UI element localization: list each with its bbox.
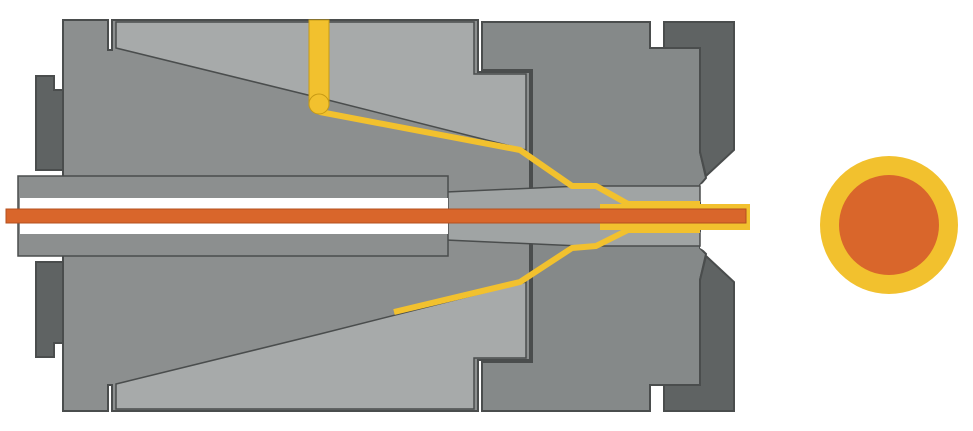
coated-wire-cross-section-icon (820, 156, 958, 294)
right-clamp-ring-lower (663, 254, 735, 412)
die-exit-chamfer-lower (700, 232, 734, 268)
right-clamp-ring-upper (663, 21, 735, 178)
melt-inlet-icon (308, 19, 330, 115)
conductor-wire (5, 208, 747, 224)
die-exit-chamfer-upper (700, 165, 734, 202)
mandrel-lower-wedge (115, 281, 527, 410)
